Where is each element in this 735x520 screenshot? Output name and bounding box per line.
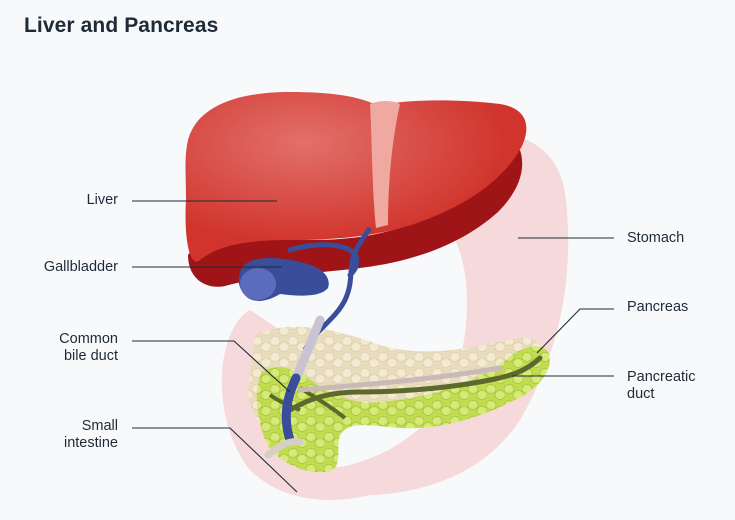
cystic-duct [287, 242, 360, 278]
common-bile-duct-shape [291, 315, 325, 383]
label-stomach: Stomach [627, 230, 685, 246]
page-title: Liver and Pancreas [24, 14, 219, 37]
hepatic-duct [302, 226, 373, 352]
label-liver: Liver [86, 192, 118, 208]
leader-common-bile-duct [132, 340, 291, 393]
pancreas-shape [256, 346, 550, 473]
stomach-shape [325, 133, 569, 496]
leader-pancreas [536, 308, 614, 354]
label-pancreatic-duct: Pancreatic duct [627, 369, 696, 402]
label-gallbladder: Gallbladder [43, 259, 118, 275]
pancreatic-duct-shape [287, 355, 543, 413]
label-small-intestine: Small intestine [63, 418, 118, 451]
liver-shape [185, 92, 527, 262]
label-common-bile-duct: Common bile duct [59, 331, 118, 364]
label-pancreas: Pancreas [627, 299, 689, 315]
leader-small-intestine [132, 427, 298, 493]
liver-underside [188, 150, 523, 287]
falciform-ligament [370, 101, 400, 228]
leader-lines [132, 200, 614, 493]
